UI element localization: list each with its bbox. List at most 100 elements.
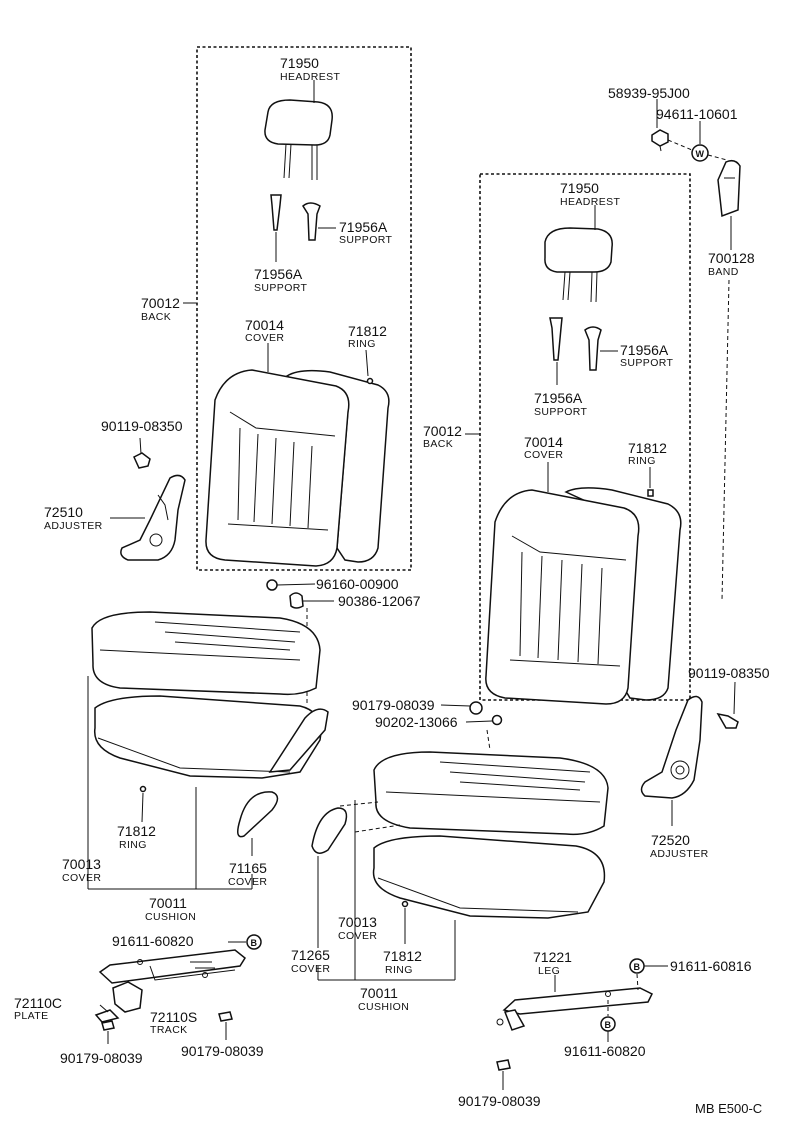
right-leg: [496, 987, 654, 1031]
label-90119-left: 90119-08350: [101, 418, 183, 434]
name-ring-left-lower: RING: [119, 839, 147, 851]
left-bolt-lower-2: [218, 1011, 233, 1022]
right-headrest-supports: [549, 317, 602, 371]
nut-96160: [266, 579, 278, 591]
label-71956a-right-l: 71956A: [534, 390, 583, 406]
label-90386: 90386-12067: [338, 593, 421, 609]
right-cushion-pad: [372, 835, 606, 919]
label-71812-right-lower: 71812: [383, 948, 422, 964]
left-adjuster-bolt: [133, 452, 151, 469]
left-headrest-supports: [270, 194, 321, 241]
name-cover-71265: COVER: [291, 963, 330, 975]
label-70014-left: 70014: [245, 317, 284, 333]
name-ring-left: RING: [348, 338, 376, 350]
label-96160: 96160-00900: [316, 576, 399, 592]
label-91611-left: 91611-60820: [112, 933, 194, 949]
left-side-cover-71165: [237, 791, 279, 838]
label-70012-left: 70012: [141, 295, 180, 311]
label-70012-right: 70012: [423, 423, 462, 439]
band-washer-mark: W: [696, 149, 705, 159]
left-cushion-pad: [93, 695, 322, 779]
label-71956a-left-r: 71956A: [339, 219, 388, 235]
left-track: [98, 949, 246, 1013]
right-ring-lower: [401, 900, 409, 908]
right-back-group-frame: [479, 173, 691, 701]
label-90179-right: 90179-08039: [458, 1093, 541, 1109]
nut-90179-mid: [469, 701, 483, 715]
name-headrest-right: HEADREST: [560, 196, 621, 208]
right-cushion-cover: [373, 751, 609, 836]
name-plate: PLATE: [14, 1010, 48, 1022]
label-72510: 72510: [44, 504, 83, 520]
name-cushion-right: CUSHION: [358, 1001, 409, 1013]
label-71165: 71165: [229, 860, 267, 876]
label-71950-left: 71950: [280, 55, 319, 71]
name-cover-70013-left: COVER: [62, 872, 101, 884]
footer-code: MB E500-C: [695, 1101, 762, 1116]
leg-bolt-bottom-mark: B: [605, 1020, 612, 1030]
label-90179-left-1: 90179-08039: [60, 1050, 143, 1066]
left-adjuster: [120, 474, 186, 561]
name-support-left-l: SUPPORT: [254, 282, 308, 294]
label-70013-right: 70013: [338, 914, 377, 930]
left-bolt-lower-1: [101, 1020, 115, 1031]
label-90202: 90202-13066: [375, 714, 458, 730]
label-90119-right: 90119-08350: [688, 665, 770, 681]
label-90179-mid: 90179-08039: [352, 697, 435, 713]
name-track: TRACK: [150, 1024, 188, 1036]
leg-bolt-lower: [496, 1059, 511, 1071]
label-91611-right-top: 91611-60816: [670, 958, 752, 974]
label-71265: 71265: [291, 947, 330, 963]
right-seat-back: [485, 487, 682, 705]
label-70011-right: 70011: [360, 985, 398, 1001]
label-71956a-left-l: 71956A: [254, 266, 303, 282]
left-cushion-bracket: [268, 708, 329, 773]
right-adjuster-bolt: [716, 712, 739, 729]
left-headrest: [264, 99, 333, 180]
left-ring-lower: [139, 785, 147, 793]
name-support-right-l: SUPPORT: [534, 406, 588, 418]
name-cover-70014-right: COVER: [524, 449, 563, 461]
left-seat-back: [205, 369, 390, 567]
ring-90202: [491, 714, 503, 726]
label-71812-left: 71812: [348, 323, 387, 339]
bushing-90386: [289, 592, 304, 609]
name-back-left: BACK: [141, 311, 171, 323]
label-91611-right-bottom: 91611-60820: [564, 1043, 646, 1059]
band-bracket: [717, 159, 741, 218]
track-bolt: [246, 934, 262, 950]
name-cover-70014-left: COVER: [245, 332, 284, 344]
label-71221: 71221: [533, 949, 572, 965]
right-ring: [647, 489, 654, 497]
name-back-right: BACK: [423, 438, 453, 450]
label-71812-left-lower: 71812: [117, 823, 156, 839]
left-plate: [94, 1009, 120, 1023]
label-94611: 94611-10601: [656, 106, 738, 122]
name-ring-right-lower: RING: [385, 964, 413, 976]
right-headrest: [544, 227, 613, 303]
left-back-group-frame: [196, 46, 412, 571]
name-ring-right: RING: [628, 455, 656, 467]
label-71956a-right-r: 71956A: [620, 342, 669, 358]
label-72110c: 72110C: [14, 995, 62, 1011]
label-70013-left: 70013: [62, 856, 101, 872]
label-70014-right: 70014: [524, 434, 563, 450]
name-cover-71165: COVER: [228, 876, 267, 888]
name-adjuster-left: ADJUSTER: [44, 520, 103, 532]
name-cushion-left: CUSHION: [145, 911, 196, 923]
name-leg: LEG: [538, 965, 560, 977]
name-cover-70013-right: COVER: [338, 930, 377, 942]
track-bolt-mark: B: [251, 938, 258, 948]
label-70011-left: 70011: [149, 895, 187, 911]
label-72520: 72520: [651, 832, 690, 848]
label-72110s: 72110S: [150, 1009, 197, 1025]
left-cushion-cover: [91, 611, 321, 696]
label-700128: 700128: [708, 250, 755, 266]
left-ring: [366, 377, 374, 385]
label-71812-right: 71812: [628, 440, 667, 456]
leg-bolt-top-mark: B: [634, 962, 641, 972]
label-71950-right: 71950: [560, 180, 599, 196]
label-58939: 58939-95J00: [608, 85, 690, 101]
name-support-left-r: SUPPORT: [339, 234, 393, 246]
